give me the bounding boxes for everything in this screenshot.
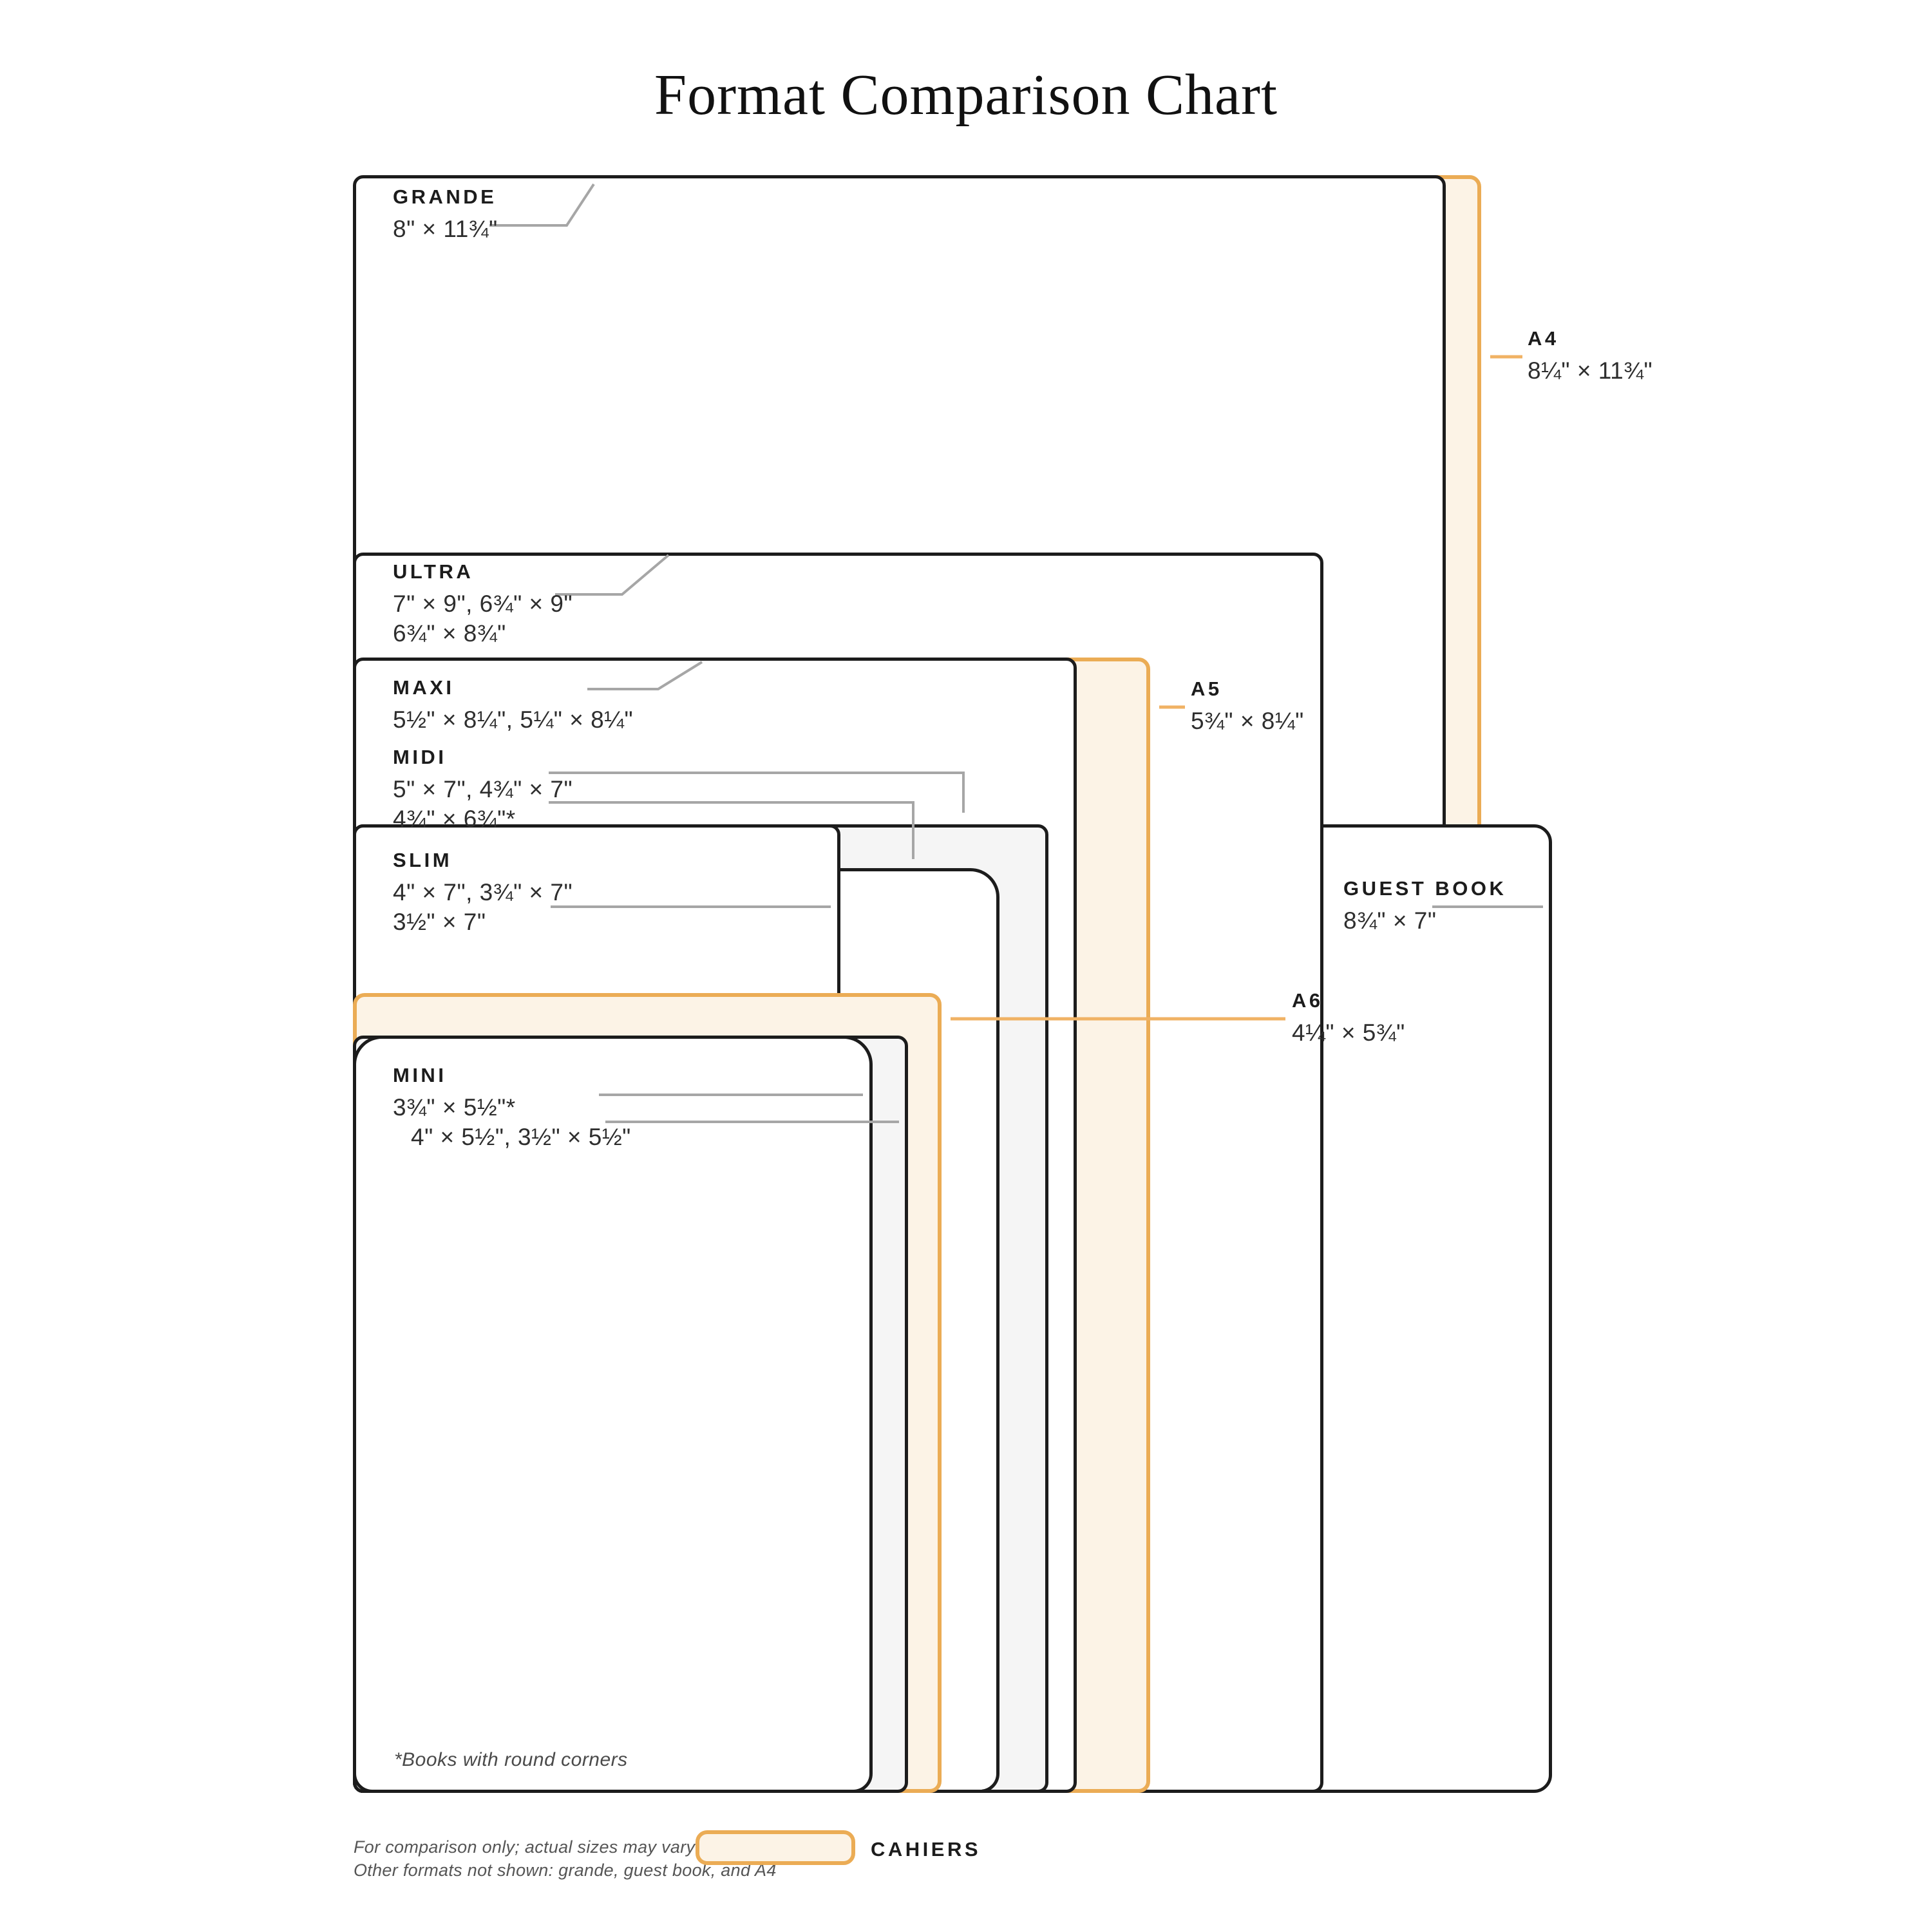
guest-book-label-name: GUEST BOOK	[1343, 877, 1507, 900]
a4-label-dims: 8¼" × 11¾"	[1528, 357, 1653, 384]
guest-book-label: GUEST BOOK 8¾" × 7"	[1343, 877, 1506, 936]
maxi-label-name: MAXI	[393, 676, 455, 699]
ultra-label: ULTRA 7" × 9", 6¾" × 9" 6¾" × 8¾"	[393, 560, 573, 649]
a5-label-name: A5	[1191, 677, 1222, 700]
cahiers-label: CAHIERS	[871, 1838, 981, 1861]
midi-label-dims-2: 4¾" × 6¾"*	[393, 806, 516, 832]
maxi-label: MAXI 5½" × 8¼", 5¼" × 8¼"	[393, 676, 633, 735]
a4-label-name: A4	[1528, 327, 1559, 350]
slim-label-dims-2: 3½" × 7"	[393, 909, 486, 935]
ultra-label-name: ULTRA	[393, 560, 474, 583]
slim-label-name: SLIM	[393, 849, 453, 871]
a6-label-name: A6	[1292, 989, 1323, 1012]
mini-label-dims-2: 4" × 5½", 3½" × 5½"	[411, 1124, 631, 1150]
grande-label-name: GRANDE	[393, 185, 497, 208]
ultra-label-dims-1: 7" × 9", 6¾" × 9"	[393, 591, 573, 617]
guest-book-label-dims: 8¾" × 7"	[1343, 907, 1437, 934]
a5-label-dims: 5¾" × 8¼"	[1191, 708, 1304, 734]
slim-label-dims-1: 4" × 7", 3¾" × 7"	[393, 879, 573, 905]
grande-label: GRANDE 8" × 11¾"	[393, 185, 498, 244]
mini-round-rect	[353, 1036, 873, 1793]
maxi-label-dims: 5½" × 8¼", 5¼" × 8¼"	[393, 706, 634, 733]
midi-label-dims-1: 5" × 7", 4¾" × 7"	[393, 776, 573, 802]
page-title: Format Comparison Chart	[654, 63, 1278, 127]
a6-label: A6 4¼" × 5¾"	[1292, 989, 1405, 1048]
slim-label: SLIM 4" × 7", 3¾" × 7" 3½" × 7"	[393, 849, 573, 937]
a4-label: A4 8¼" × 11¾"	[1528, 327, 1653, 386]
midi-label: MIDI 5" × 7", 4¾" × 7" 4¾" × 6¾"*	[393, 746, 573, 834]
a6-label-dims: 4¼" × 5¾"	[1292, 1019, 1405, 1046]
mini-label: MINI 3¾" × 5½"* 4" × 5½", 3½" × 5½"	[393, 1064, 631, 1152]
round-corners-note: *Books with round corners	[394, 1749, 628, 1770]
ultra-label-dims-2: 6¾" × 8¾"	[393, 620, 506, 647]
footer-note-line1: For comparison only; actual sizes may va…	[354, 1837, 696, 1857]
mini-label-dims-1: 3¾" × 5½"*	[393, 1094, 516, 1121]
a5-label: A5 5¾" × 8¼"	[1191, 677, 1304, 736]
midi-label-name: MIDI	[393, 746, 447, 768]
grande-label-dims: 8" × 11¾"	[393, 216, 498, 242]
cahiers-swatch	[696, 1830, 855, 1865]
mini-label-name: MINI	[393, 1064, 447, 1086]
